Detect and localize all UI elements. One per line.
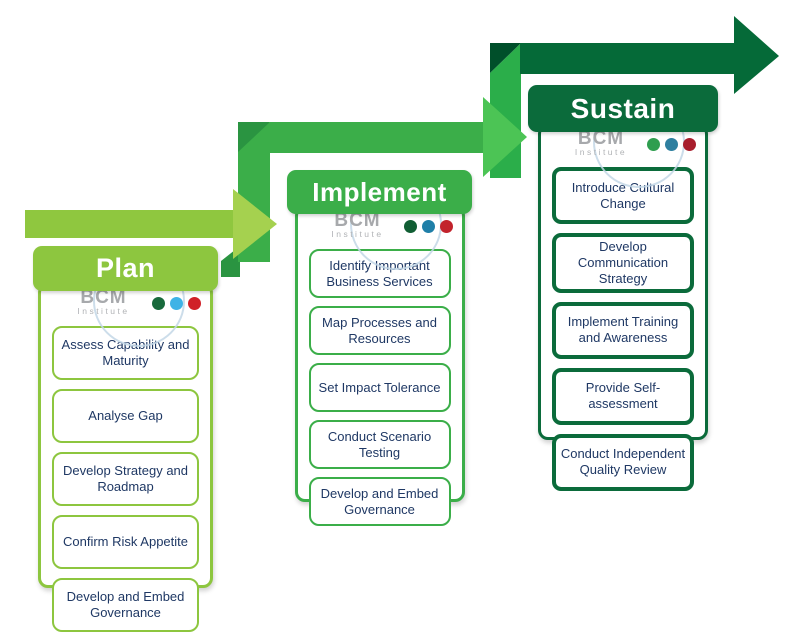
brand-dot-green (152, 297, 165, 310)
brand-dot-blue (170, 297, 183, 310)
bcm-institute-label: Institute (574, 147, 628, 157)
implement-arrow-shaft (269, 122, 483, 153)
bcm-logo: BCM Institute (41, 255, 210, 347)
phase-item: Develop Communication Strategy (552, 233, 694, 293)
phase-item: Conduct Independent Quality Review (552, 433, 694, 491)
brand-dot-green (647, 138, 660, 151)
brand-dot-green (403, 220, 417, 233)
phase-header-implement: Implement (287, 170, 472, 214)
bcm-logo-text: BCM Institute (541, 128, 661, 157)
phase-header-sustain: Sustain (528, 85, 718, 132)
phase-item-list-plan: Assess Capability and Maturity Analyse G… (41, 320, 210, 632)
sustain-arrow-fold (490, 43, 521, 73)
phase-item: Confirm Risk Appetite (52, 515, 199, 569)
implement-arrow-fold (238, 122, 270, 152)
brand-dots (647, 138, 696, 151)
phase-item-list-sustain: Introduce Cultural Change Develop Commun… (541, 161, 705, 491)
phase-item: Analyse Gap (52, 389, 199, 443)
phase-header-plan: Plan (33, 246, 218, 291)
brand-dot-blue (421, 220, 435, 233)
phase-title-implement: Implement (312, 176, 447, 207)
brand-dot-red (439, 220, 453, 233)
brand-dot-red (188, 297, 201, 310)
brand-dots (152, 297, 201, 310)
bcm-wordmark: BCM (334, 210, 381, 231)
phase-title-plan: Plan (95, 253, 156, 283)
bcm-institute-label: Institute (77, 306, 130, 316)
implement-arrow-head (483, 97, 527, 177)
phase-card-plan: Plan BCM Institute Assess Capability and… (33, 246, 218, 632)
phase-item: Develop and Embed Governance (308, 477, 451, 526)
phase-item: Implement Training and Awareness (552, 301, 694, 359)
brand-dots (403, 220, 453, 233)
bcm-logo: BCM Institute (541, 96, 705, 188)
brand-dot-red (683, 138, 696, 151)
phase-item: Conduct Scenario Testing (308, 420, 451, 469)
bcm-logo-text: BCM Institute (298, 210, 418, 239)
phase-card-sustain: Sustain BCM Institute Introduce Cultural… (528, 85, 718, 491)
phase-item: Map Processes and Resources (308, 306, 451, 355)
phase-item: Set Impact Tolerance (308, 363, 451, 412)
phase-item: Develop Strategy and Roadmap (52, 452, 199, 506)
phase-item: Provide Self-assessment (552, 367, 694, 425)
brand-dot-blue (665, 138, 678, 151)
bcm-logo: BCM Institute (298, 178, 462, 270)
plan-arrow-shaft (25, 210, 234, 238)
phase-item: Develop and Embed Governance (52, 578, 199, 632)
bcm-logo-text: BCM Institute (41, 287, 166, 316)
bcm-wordmark: BCM (577, 128, 625, 149)
phase-panel-implement: BCM Institute Identify Important Busines… (294, 178, 465, 526)
phase-panel-plan: BCM Institute Assess Capability and Matu… (38, 255, 213, 632)
bcm-wordmark: BCM (80, 287, 127, 308)
phase-item-list-implement: Identify Important Business Services Map… (298, 243, 462, 526)
sustain-arrow-head (734, 16, 779, 94)
phase-title-sustain: Sustain (570, 92, 676, 124)
phase-panel-sustain: BCM Institute Introduce Cultural Change … (538, 96, 708, 491)
bcm-institute-label: Institute (331, 229, 384, 239)
flow-arrow-plan (25, 189, 277, 259)
sustain-arrow-shaft (520, 43, 734, 74)
plan-arrow-head (233, 189, 277, 259)
phase-card-implement: Implement BCM Institute Identify Importa… (287, 170, 472, 526)
